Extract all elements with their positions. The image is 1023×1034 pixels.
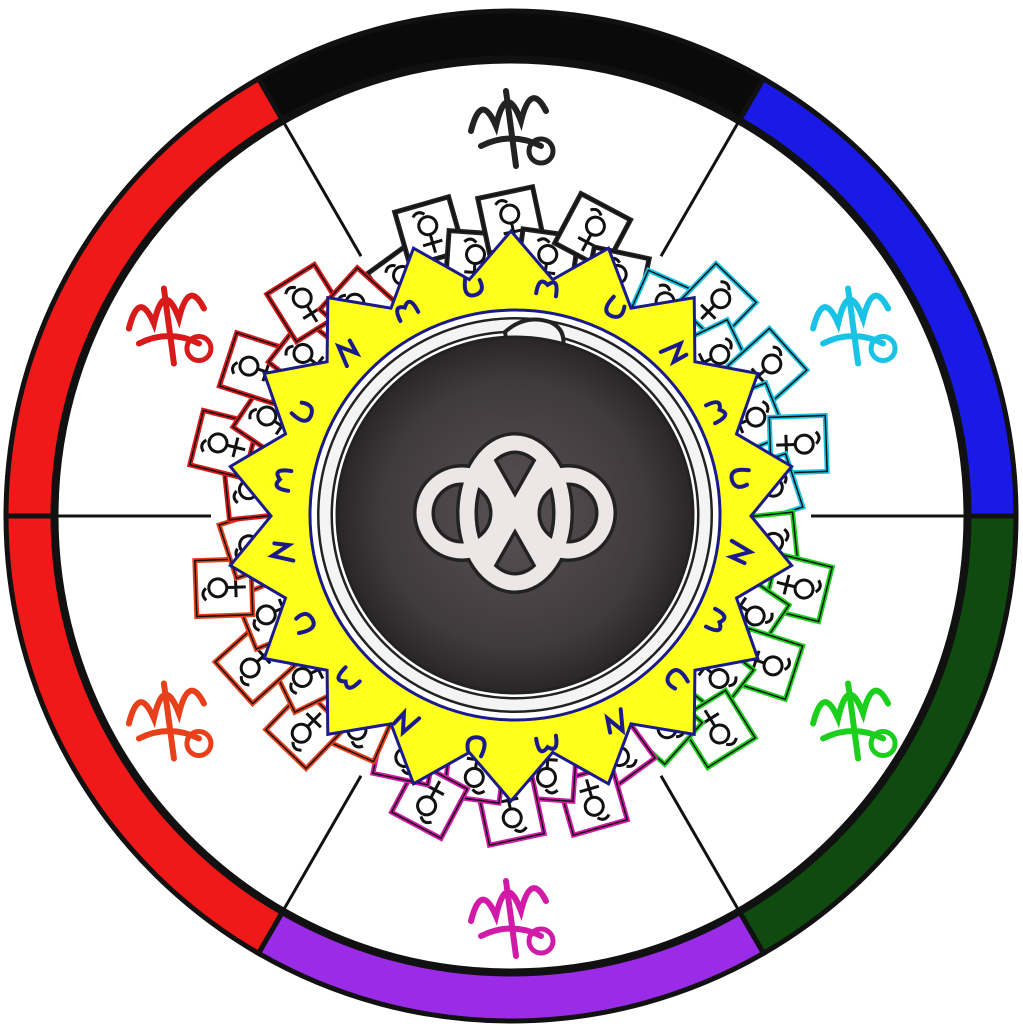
sigil-wheel-icon	[0, 0, 1023, 1034]
